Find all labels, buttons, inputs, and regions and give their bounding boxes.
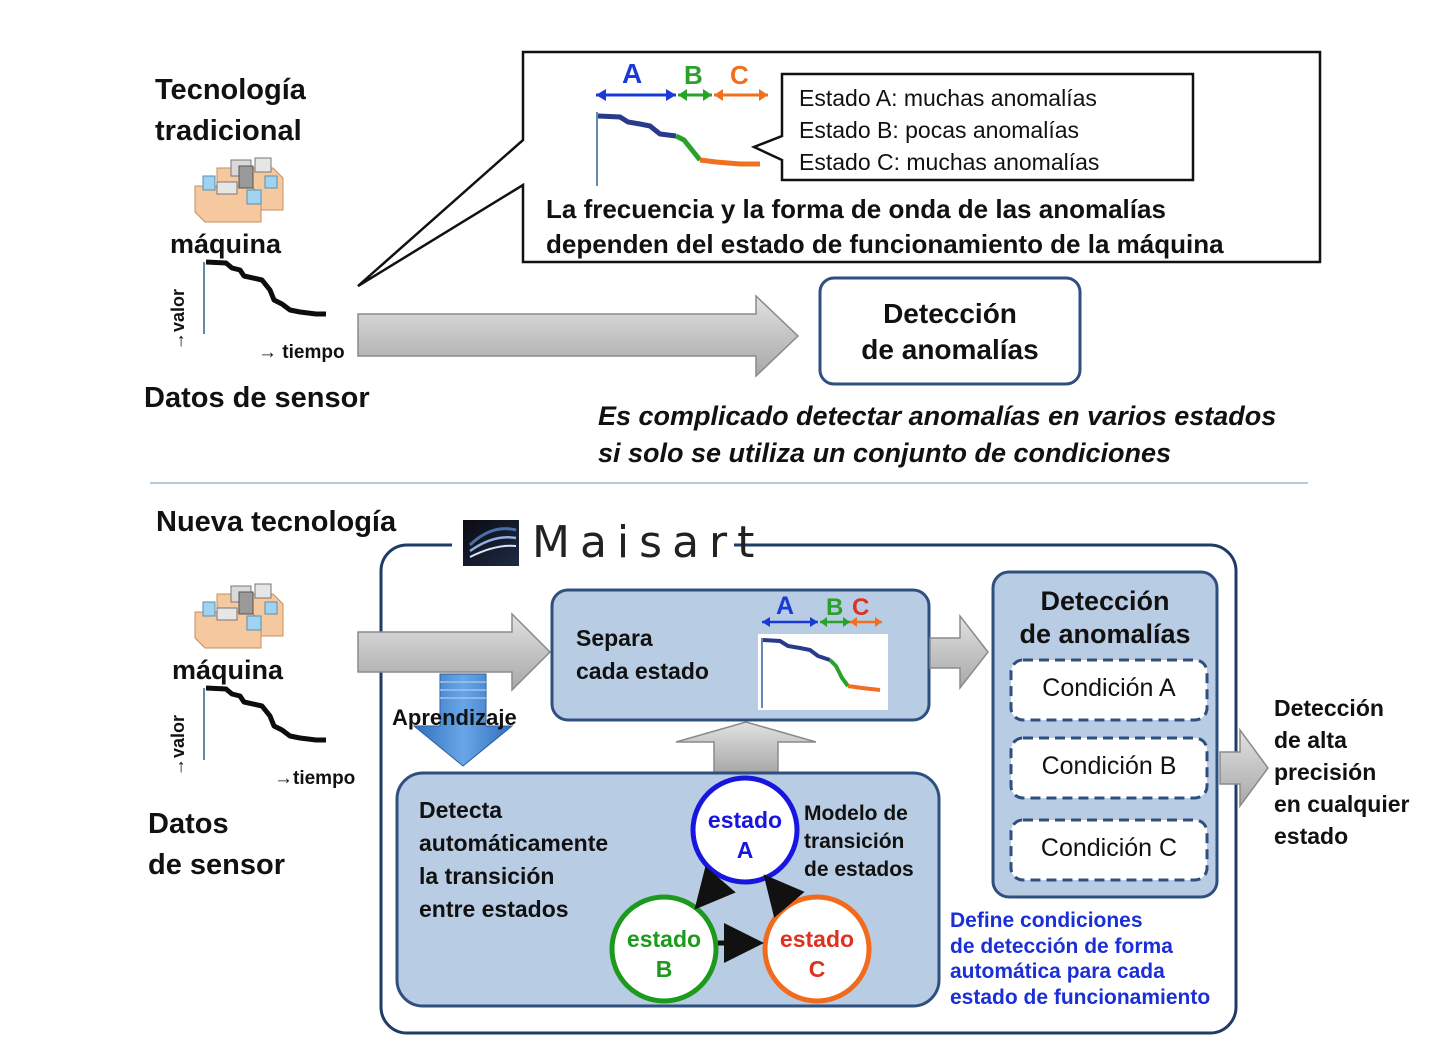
- callout-caption-line2: dependen del estado de funcionamiento de…: [546, 229, 1224, 259]
- input-arrow-bottom: [357, 612, 552, 692]
- result-line1: Detección: [1274, 695, 1384, 721]
- transition-model-label: Modelo de transición de estados: [804, 800, 914, 884]
- separate-label-line2: cada estado: [576, 658, 709, 684]
- condition-a-label: Condición A: [1042, 674, 1176, 702]
- callout-caption-line1: La frecuencia y la forma de onda de las …: [546, 194, 1166, 224]
- traditional-note-line1: Es complicado detectar anomalías en vari…: [598, 401, 1277, 431]
- learning-label: Aprendizaje: [392, 705, 517, 730]
- detects-line2: automáticamente: [419, 830, 609, 856]
- separate-chart-icon: [758, 617, 888, 710]
- state-b-word: estado: [626, 926, 702, 952]
- legend-state-a: Estado A: muchas anomalías: [799, 85, 1097, 111]
- learning-arrow-stripes: [440, 681, 486, 699]
- detects-line3: la transición: [419, 863, 555, 889]
- condition-b-label: Condición B: [1041, 752, 1177, 780]
- callout-caption: La frecuencia y la forma de onda de las …: [546, 192, 1224, 262]
- callout-segment-a: A: [622, 58, 643, 89]
- callout-legend: Estado A: muchas anomalías Estado B: poc…: [799, 82, 1099, 178]
- callout-waveform-icon: [596, 112, 760, 186]
- legend-state-c: Estado C: muchas anomalías: [799, 149, 1100, 175]
- state-c-label: estado C: [765, 925, 869, 985]
- maisart-frame-gap: [452, 536, 734, 556]
- new-tech-title: Nueva tecnología: [156, 506, 397, 538]
- condition-b-box: [1009, 736, 1209, 800]
- axis-y-label-top: →valor: [168, 288, 188, 350]
- state-c-word: estado: [779, 926, 855, 952]
- detects-line1: Detecta: [419, 797, 503, 823]
- separate-segment-a: A: [776, 592, 795, 620]
- result-line5: estado: [1274, 823, 1349, 849]
- detection-box-top: [818, 276, 1082, 386]
- traditional-note-line2: si solo se utiliza un conjunto de condic…: [598, 438, 1172, 468]
- sensor-label-bottom: Datos de sensor: [148, 804, 285, 886]
- main-arrow-top: [357, 294, 800, 378]
- callout-segment-c: C: [730, 60, 749, 90]
- define-conditions-note: Define condiciones de detección de forma…: [950, 908, 1210, 1010]
- machine-icon-bottom: [194, 583, 284, 649]
- detects-line4: entre estados: [419, 896, 569, 922]
- axis-x-label-bottom: →tiempo: [274, 768, 356, 789]
- maisart-brand: Maisart: [532, 517, 765, 568]
- state-c-circle: [762, 894, 872, 1004]
- callout-segment-b: B: [684, 60, 703, 90]
- to-detection-arrow: [929, 613, 989, 691]
- result-line3: precisión: [1274, 759, 1377, 785]
- state-c-letter: C: [808, 955, 826, 982]
- detection-label-top: Detección de anomalías: [820, 296, 1080, 368]
- traditional-note: Es complicado detectar anomalías en vari…: [598, 398, 1276, 472]
- traditional-title: Tecnología tradicional: [155, 70, 306, 152]
- separate-segment-c: C: [852, 594, 870, 621]
- maisart-logo-icon: [463, 520, 519, 566]
- model-line2: transición: [804, 830, 905, 853]
- state-a-word: estado: [707, 807, 783, 833]
- define-line4: estado de funcionamiento: [950, 985, 1211, 1009]
- state-a-letter: A: [736, 836, 754, 863]
- machine-icon: [194, 157, 284, 223]
- callout-segment-arrows: [596, 89, 768, 101]
- state-a-label: estado A: [693, 806, 797, 866]
- state-transition-arrows: [694, 866, 805, 963]
- condition-a-box: [1009, 658, 1209, 722]
- state-a-circle: [690, 775, 800, 885]
- detection-panel-bottom: [991, 570, 1219, 899]
- state-b-letter: B: [655, 955, 673, 982]
- result-line2: de alta: [1274, 727, 1347, 753]
- state-b-label: estado B: [612, 925, 716, 985]
- feedback-arrow-up: [675, 721, 817, 774]
- traditional-title-line2: tradicional: [155, 115, 302, 148]
- result-label: Detección de alta precisión en cualquier…: [1274, 692, 1409, 852]
- define-line1: Define condiciones: [950, 909, 1143, 932]
- machine-label-top: máquina: [170, 229, 282, 259]
- define-line3: automática para cada: [950, 960, 1165, 984]
- axis-y-label-bottom: →valor: [168, 714, 188, 776]
- detection-label-bottom: Detección de anomalías: [993, 585, 1217, 651]
- separate-segment-b: B: [826, 594, 844, 621]
- machine-label-bottom: máquina: [172, 655, 284, 685]
- detection-label-bottom-line1: Detección: [1040, 586, 1170, 616]
- detection-label-bottom-line2: de anomalías: [1019, 619, 1191, 649]
- detects-transition-label: Detecta automáticamente la transición en…: [419, 794, 608, 926]
- callout-legend-box: [750, 72, 1195, 182]
- axis-x-label-top: → tiempo: [258, 342, 345, 363]
- sensor-label-bottom-line1: Datos: [148, 808, 229, 840]
- detection-label-top-line2: de anomalías: [861, 334, 1039, 365]
- sensor-waveform-icon: [203, 259, 326, 334]
- output-arrow: [1219, 727, 1269, 809]
- separate-label-line1: Separa: [576, 625, 653, 651]
- legend-state-b: Estado B: pocas anomalías: [799, 117, 1079, 143]
- state-b-circle: [609, 894, 719, 1004]
- sensor-label-bottom-line2: de sensor: [148, 849, 285, 882]
- condition-c-label: Condición C: [1040, 834, 1178, 862]
- model-line1: Modelo de: [804, 802, 908, 825]
- condition-c-box: [1009, 818, 1209, 882]
- traditional-title-line1: Tecnología: [155, 74, 306, 106]
- model-line3: de estados: [804, 858, 914, 881]
- sensor-label-top: Datos de sensor: [144, 382, 370, 414]
- sensor-waveform-icon-bottom: [203, 685, 326, 760]
- separate-label: Separa cada estado: [576, 622, 709, 688]
- detection-label-top-line1: Detección: [883, 298, 1017, 329]
- define-line2: de detección de forma: [950, 934, 1173, 958]
- result-line4: en cualquier: [1274, 791, 1410, 817]
